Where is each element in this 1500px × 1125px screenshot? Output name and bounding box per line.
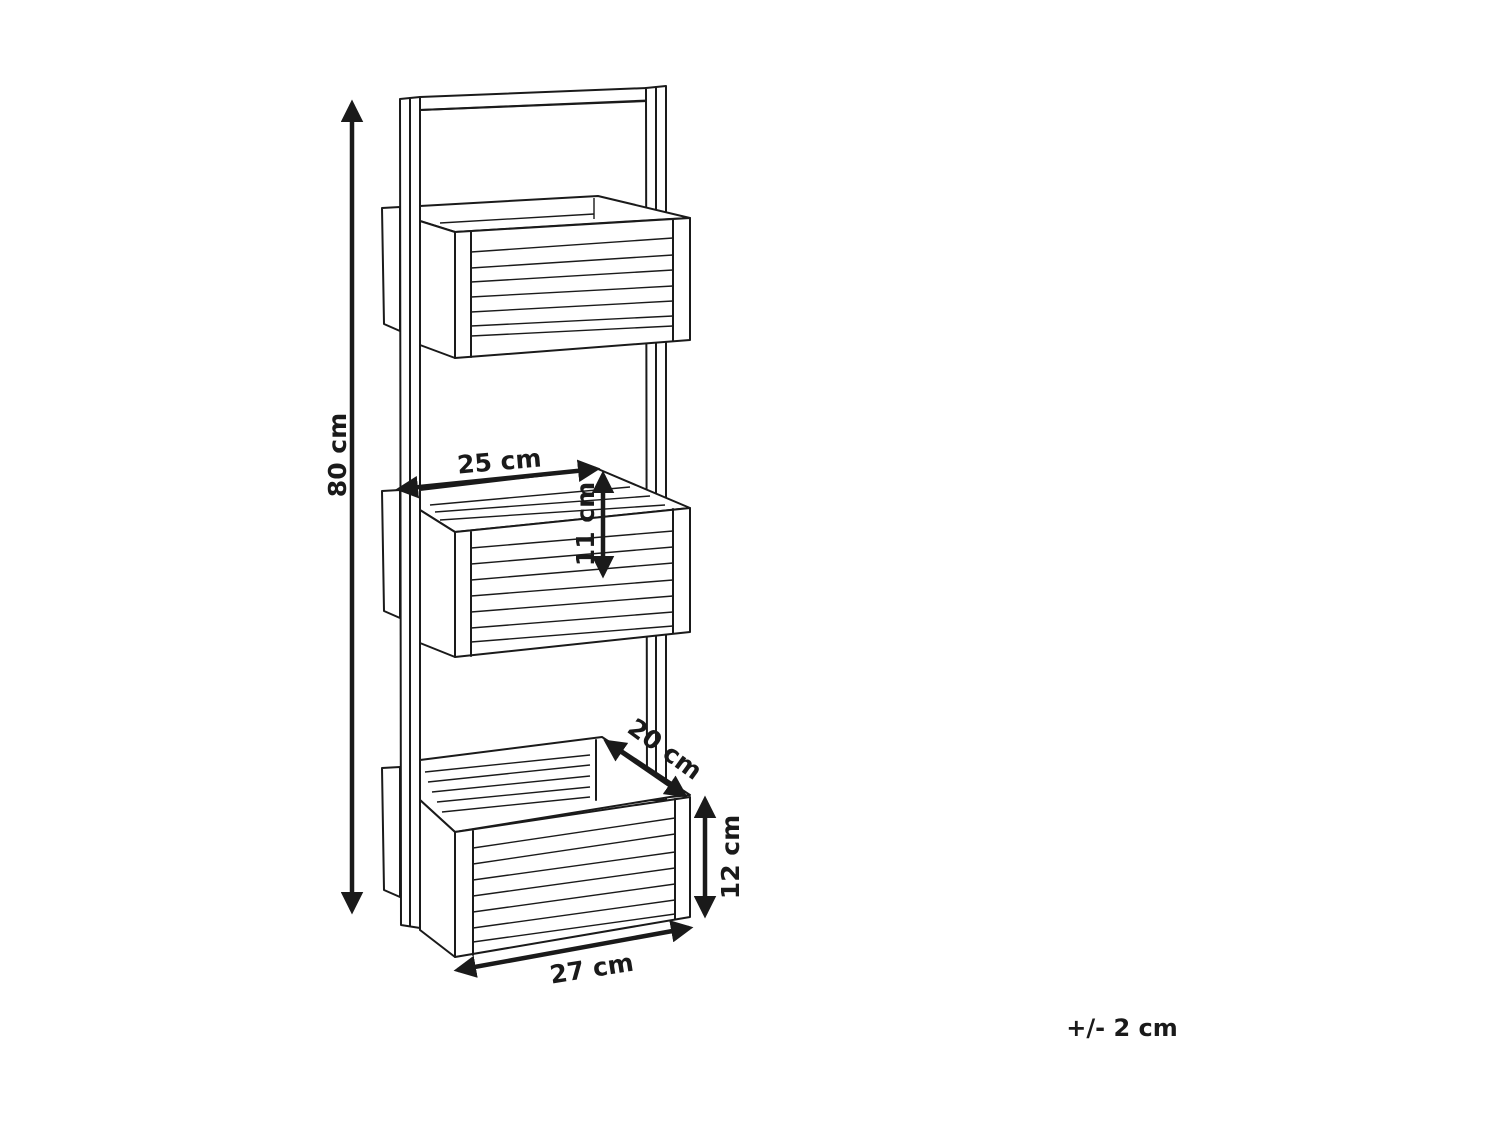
label-basket-outer-width: 27 cm bbox=[548, 948, 636, 990]
label-basket-outer-height: 12 cm bbox=[716, 815, 745, 899]
label-total-height: 80 cm bbox=[323, 413, 352, 497]
label-basket-inner-height: 11 cm bbox=[571, 482, 600, 566]
dimension-basket-inner-height: 11 cm bbox=[571, 470, 615, 579]
dimension-basket-outer-height: 12 cm bbox=[693, 795, 745, 919]
basket-top bbox=[381, 195, 691, 359]
tolerance-note: +/- 2 cm bbox=[1066, 1014, 1177, 1042]
basket-middle bbox=[381, 468, 691, 658]
dimension-basket-inner-width: 25 cm bbox=[395, 443, 601, 499]
dimension-total-height: 80 cm bbox=[323, 99, 364, 915]
